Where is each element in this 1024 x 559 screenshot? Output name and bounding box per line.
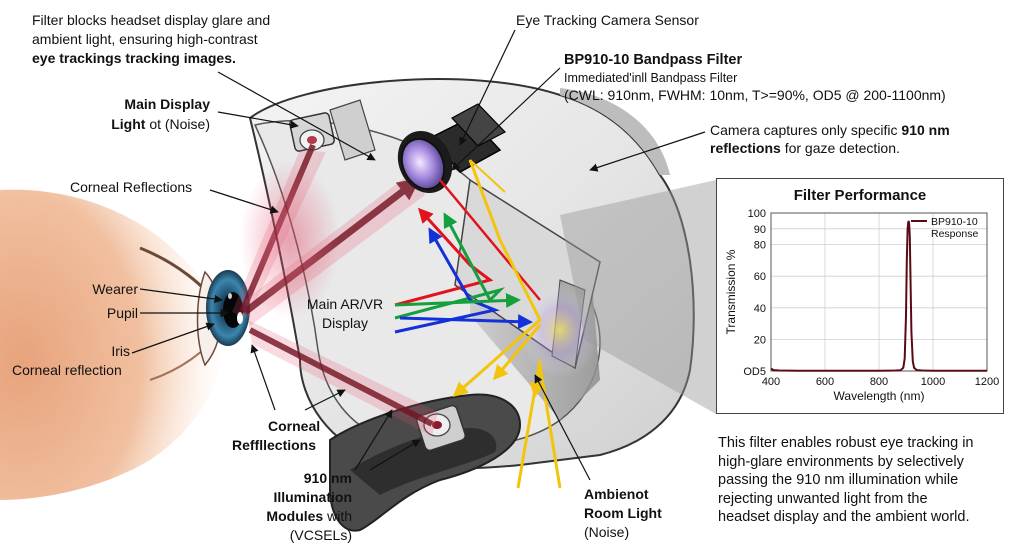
description-line4: rejecting unwanted light from the xyxy=(718,490,928,507)
description-line2: high-glare environments by selectively xyxy=(718,453,964,470)
main-display-label-1: Main Display xyxy=(124,96,210,112)
y-tick-label: 80 xyxy=(754,240,766,252)
y-tick-label: 100 xyxy=(748,208,766,220)
camera-sensor-label: Eye Tracking Camera Sensor xyxy=(516,12,699,28)
description-line3: passing the 910 nm illumination while xyxy=(718,472,959,488)
x-tick-label: 1000 xyxy=(921,376,945,388)
series-line xyxy=(770,220,987,372)
ambient-label-2: Room Light xyxy=(584,505,662,521)
x-tick-label: 400 xyxy=(762,376,780,388)
description-line1: This filter enables robust eye tracking … xyxy=(718,435,974,451)
corneal-bottom-label-2: Reffllections xyxy=(232,437,317,453)
camera-note-line1: Camera captures only specific 910 nm xyxy=(710,122,950,138)
y-tick-label: OD5 xyxy=(743,366,766,378)
main-arvr-display-label-1: Main AR/VR xyxy=(306,296,384,312)
y-tick-label: 20 xyxy=(754,334,766,346)
headset-shell xyxy=(248,78,695,532)
x-tick-label: 600 xyxy=(816,376,834,388)
corneal-reflection-label: Corneal reflection xyxy=(12,362,122,378)
ir-module-label-2: Illumination xyxy=(273,489,352,505)
eye-tracking-camera xyxy=(397,103,506,194)
y-tick-label: 40 xyxy=(754,303,766,315)
glare-note-line2: ambient light, ensuring high-contrast xyxy=(32,31,258,47)
filter-description: This filter enables robust eye tracking … xyxy=(718,434,1018,527)
bandpass-filter-lens xyxy=(400,137,446,191)
corneal-glint xyxy=(237,312,243,324)
glare-note-line3: eye trackings tracking images. xyxy=(32,50,236,66)
filter-subtitle: Immediated'inll Bandpass Filter xyxy=(564,71,738,85)
main-arvr-display-label-2: Display xyxy=(322,315,368,331)
pupil-label: Pupil xyxy=(106,305,138,321)
filter-performance-chart: 400 600 800 1000 1200 OD5 20 40 60 80 90 100Wavelen… xyxy=(724,208,999,403)
x-tick-label: 1200 xyxy=(975,376,999,388)
iris-label: Iris xyxy=(111,343,130,359)
corneal-reflections-top-label: Corneal Reflections xyxy=(70,179,193,195)
eye xyxy=(196,270,250,367)
wearer-label: Wearer xyxy=(92,281,138,297)
callout-lines xyxy=(131,29,706,481)
legend-label: Response xyxy=(931,228,978,240)
ir-module-label-1: 910 nm xyxy=(303,470,352,486)
y-axis-label: Transmission % xyxy=(724,249,738,334)
ir-illumination-module xyxy=(416,404,466,452)
ambient-label-3: (Noise) xyxy=(584,524,630,540)
glare-note-line1: Filter blocks headset display glare and xyxy=(32,12,271,28)
camera-note-line2: reflections for gaze detection. xyxy=(710,140,900,156)
display-rays xyxy=(394,179,541,334)
ir-module-label-3: Modules with xyxy=(266,508,352,524)
y-tick-label: 60 xyxy=(754,271,766,283)
x-axis-label: Wavelength (nm) xyxy=(834,389,925,403)
main-display-label-2: Light ot (Noise) xyxy=(111,116,210,132)
ir-module-label-4: (VCSELs) xyxy=(289,527,352,543)
display-light-emitter xyxy=(289,112,335,152)
x-tick-label: 800 xyxy=(870,376,888,388)
filter-specs: (CWL: 910nm, FWHM: 10nm, T>=90%, OD5 @ 2… xyxy=(564,87,946,103)
legend-label: BP910-10 xyxy=(931,216,978,228)
y-tick-label: 90 xyxy=(754,224,766,236)
description-line5: headset display and the ambient world. xyxy=(718,509,970,525)
filter-title: BP910-10 Bandpass Filter xyxy=(564,52,743,68)
corneal-bottom-label-1: Corneal xyxy=(268,418,321,434)
filter-performance-panel: Filter Performance 400 600 800 1000 1200 OD5 2… xyxy=(716,178,1004,414)
zoom-callout xyxy=(560,180,716,414)
ir-beams xyxy=(232,143,438,436)
chart-title: Filter Performance xyxy=(793,187,927,204)
ambient-label-1: Ambienot xyxy=(584,486,649,502)
